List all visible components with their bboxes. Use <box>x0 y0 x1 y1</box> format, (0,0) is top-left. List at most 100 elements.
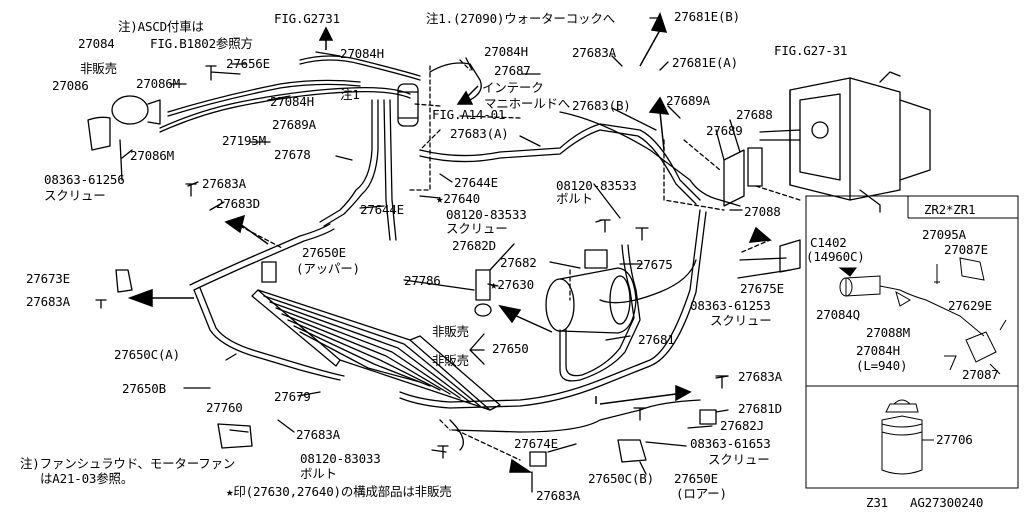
note-ascd: 注)ASCD付車は <box>118 19 204 34</box>
part-27683b[interactable]: 27683(B) <box>572 98 631 113</box>
note-ascd-ref: FIG.B1802参照方 <box>150 36 253 51</box>
not-sold-label: 非販売 <box>432 353 469 368</box>
fig-g27-31-label[interactable]: FIG.G27-31 <box>774 43 848 58</box>
inset-zr-box <box>805 195 1019 387</box>
footer-model: Z31 <box>866 495 888 510</box>
part-27706[interactable]: 27706 <box>936 432 973 447</box>
part-27087e[interactable]: 27087E <box>944 242 988 257</box>
lower-label: (ロアー) <box>676 486 727 501</box>
heater-unit <box>759 71 931 213</box>
part-27760[interactable]: 27760 <box>206 400 243 415</box>
part-27086m[interactable]: 27086M <box>136 76 180 91</box>
part-27088[interactable]: 27088 <box>744 204 781 219</box>
part-27087[interactable]: 27087 <box>962 367 999 382</box>
part-27683d[interactable]: 27683D <box>216 196 260 211</box>
part-27084h[interactable]: 27084H <box>484 44 528 59</box>
part-27095a[interactable]: 27095A <box>922 227 966 242</box>
pipe-27678 <box>319 99 373 223</box>
receiver-dryer-27640 <box>397 83 419 127</box>
part-27086m[interactable]: 27086M <box>130 148 174 163</box>
part-27689a[interactable]: 27689A <box>666 93 710 108</box>
fig-g2731-label[interactable]: FIG.G2731 <box>274 11 340 26</box>
footer-code: AG27300240 <box>910 495 984 510</box>
arrow-up-right-fig <box>648 96 670 151</box>
part-27084q[interactable]: 27084Q <box>816 307 860 322</box>
note-water-cock: 注1.(27090)ウォーターコックへ <box>426 11 615 26</box>
part-27674e[interactable]: 27674E <box>514 436 558 451</box>
bolt-label: ボルト <box>300 466 337 481</box>
part-27629e[interactable]: 27629E <box>948 298 992 313</box>
part-27683a[interactable]: 27683A <box>296 427 340 442</box>
condenser-27650 <box>251 289 501 411</box>
part-27650c-a[interactable]: 27650C(A) <box>114 347 180 362</box>
part-27689a[interactable]: 27689A <box>272 117 316 132</box>
part-27675[interactable]: 27675 <box>636 257 673 272</box>
bottle-27706 <box>881 415 923 475</box>
part-27683a[interactable]: 27683A <box>738 369 782 384</box>
part-27644e[interactable]: 27644E <box>454 175 498 190</box>
part-27682d[interactable]: 27682D <box>452 238 496 253</box>
part-27650b[interactable]: 27650B <box>122 381 166 396</box>
part-27088m[interactable]: 27088M <box>866 325 910 340</box>
note-intake: インテーク <box>482 80 544 95</box>
screw-08120-83533[interactable]: 08120-83533 <box>446 207 527 222</box>
screw-08363-61253[interactable]: 08363-61253 <box>690 298 771 313</box>
part-27689[interactable]: 27689 <box>706 123 743 138</box>
part-27786[interactable]: 27786 <box>404 273 441 288</box>
hose-27084h-main <box>159 86 411 129</box>
part-27650e-upper[interactable]: 27650E <box>302 245 346 260</box>
part-27681[interactable]: 27681 <box>638 332 675 347</box>
part-27683a[interactable]: 27683A <box>26 294 70 309</box>
part-27084[interactable]: 27084 <box>78 36 115 51</box>
screw-08363-61653[interactable]: 08363-61653 <box>690 436 771 451</box>
bolt-08120-83033[interactable]: 08120-83033 <box>300 451 381 466</box>
not-sold-label: 非販売 <box>80 61 117 76</box>
part-27682[interactable]: 27682 <box>500 255 537 270</box>
part-27656e[interactable]: 27656E <box>226 56 270 71</box>
part-27084h-inset[interactable]: 27084H <box>856 343 900 358</box>
ascd-27086 <box>87 95 161 151</box>
part-27084h[interactable]: 27084H <box>270 94 314 109</box>
part-27679[interactable]: 27679 <box>274 389 311 404</box>
part-27644e[interactable]: 27644E <box>360 202 404 217</box>
part-27678[interactable]: 27678 <box>274 147 311 162</box>
screw-08363-61256[interactable]: 08363-61256 <box>44 172 125 187</box>
part-27683a[interactable]: 27683A <box>572 45 616 60</box>
note-fan-shroud: 注)ファンシュラウド、モーターファン <box>20 456 236 471</box>
inset-zr-title: ZR2*ZR1 <box>924 202 976 217</box>
fig-a14-01-label[interactable]: FIG.A14-01 <box>432 107 506 122</box>
part-27681eb[interactable]: 27681E(B) <box>674 9 740 24</box>
hose-27084h-upper <box>299 55 421 77</box>
upper-label: (アッパー) <box>296 261 360 276</box>
part-27681ea[interactable]: 27681E(A) <box>672 55 738 70</box>
part-27683a[interactable]: 27683A <box>536 488 580 503</box>
screw-label: スクリュー <box>708 452 770 467</box>
part-27683a[interactable]: 27683A <box>202 176 246 191</box>
part-27195m[interactable]: 27195M <box>222 133 266 148</box>
part-27086[interactable]: 27086 <box>52 78 89 93</box>
part-27673e[interactable]: 27673E <box>26 271 70 286</box>
part-27650[interactable]: 27650 <box>492 341 529 356</box>
part-27681d[interactable]: 27681D <box>738 401 782 416</box>
part-27650c-b[interactable]: 27650C(B) <box>588 471 654 486</box>
arrow-27681eb <box>639 12 668 67</box>
part-27650e-lower[interactable]: 27650E <box>674 471 718 486</box>
part-27683a-paren[interactable]: 27683(A) <box>450 126 509 141</box>
part-27687[interactable]: 27687 <box>494 63 531 78</box>
part-27675e[interactable]: 27675E <box>740 281 784 296</box>
note-manifold: マニホールドへ <box>484 96 571 111</box>
part-27682j[interactable]: 27682J <box>720 418 764 433</box>
arrow-left-27673e <box>127 288 194 308</box>
part-27084h[interactable]: 27084H <box>340 46 384 61</box>
inset-bottle-box <box>805 385 1019 489</box>
note-1-label: 注1 <box>340 87 360 102</box>
bolt-08120-83533[interactable]: 08120-83533 <box>556 178 637 193</box>
part-27640[interactable]: ★27640 <box>436 191 480 206</box>
part-27688[interactable]: 27688 <box>736 107 773 122</box>
note-fan-ref: はA21-03参照。 <box>40 471 134 486</box>
part-27630[interactable]: ★27630 <box>490 277 534 292</box>
c1402-label[interactable]: C1402 <box>810 235 847 250</box>
not-sold-label: 非販売 <box>432 324 469 339</box>
note-star: ★印(27630,27640)の構成部品は非販売 <box>226 484 452 499</box>
